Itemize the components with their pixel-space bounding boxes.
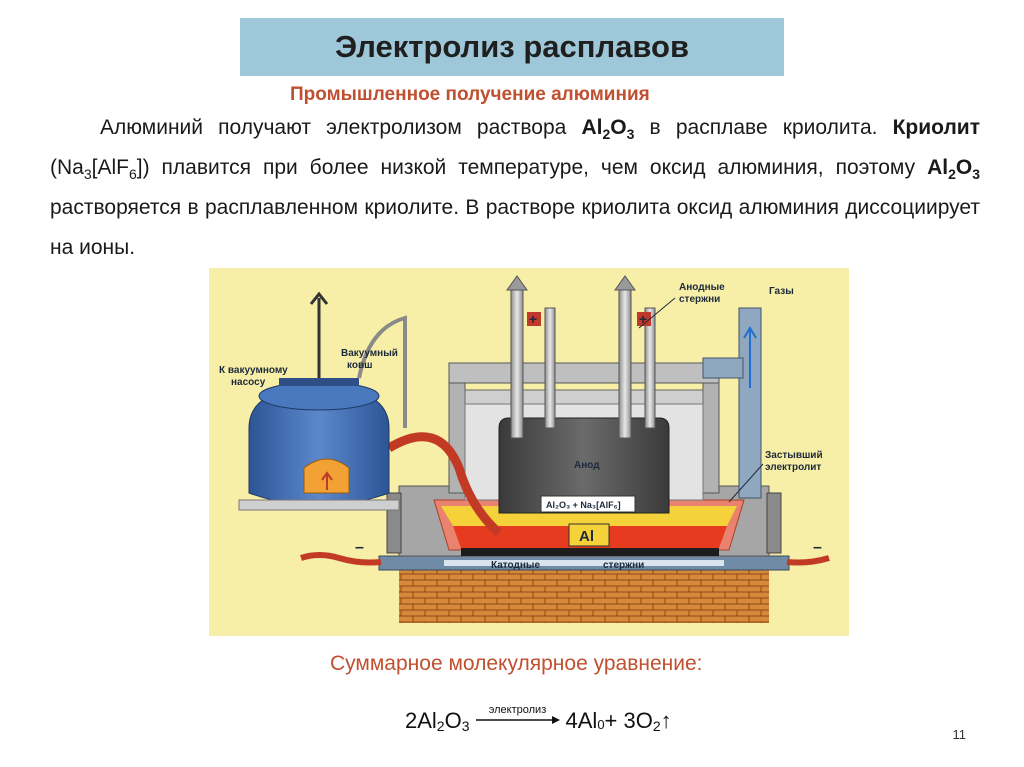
ladle-handle — [279, 378, 359, 386]
minus-sign: – — [355, 539, 364, 556]
cathode-lead-right — [786, 555, 830, 566]
text-run: Алюминий получают электролизом раствора — [100, 116, 582, 139]
arrow-label: электролиз — [488, 704, 547, 716]
anode-label: Анод — [574, 460, 600, 471]
anode-rod-cap — [614, 275, 636, 291]
crane-hook — [309, 291, 329, 305]
plus-sign: + — [529, 311, 537, 327]
electrolyzer-diagram: Анод Al₂O₃ + Na₃[AlF₆] Al + + Газы Анодн… — [209, 268, 849, 636]
product-al: 4Al — [565, 708, 598, 733]
anode-rod — [510, 287, 524, 439]
frozen-electrolyte-label-2: электролит — [765, 462, 821, 473]
formula-al2o3: Al2O3 — [581, 116, 635, 143]
frozen-electrolyte-leader — [728, 463, 764, 503]
vacuum-pump-label-2: насосу — [231, 377, 266, 388]
gas-pipe — [738, 307, 762, 499]
cathode-bar — [444, 560, 724, 566]
formula-al2o3: Al2O3 — [927, 156, 980, 183]
anode-rod-cap — [506, 275, 528, 291]
summary-label: Суммарное молекулярное уравнение: — [330, 652, 703, 675]
anode-rods-label-1: Анодные — [679, 282, 725, 293]
product-o2: + 3O — [604, 708, 653, 733]
vacuum-pipe — [357, 315, 407, 428]
shell-rib-right — [766, 492, 782, 554]
frozen-electrolyte-label-1: Застывший — [765, 450, 823, 461]
hood — [464, 389, 704, 405]
anode-rod — [618, 287, 632, 439]
minus-sign: – — [813, 539, 822, 556]
page-title: Электролиз расплавов — [334, 29, 690, 64]
page-number: 11 — [952, 727, 967, 742]
ladle-lid — [258, 381, 380, 411]
reaction-arrow: электролиз — [475, 704, 560, 724]
superstructure-right — [702, 382, 720, 494]
superstructure — [448, 362, 720, 384]
ladle-arrow — [321, 471, 333, 490]
anode-rod — [544, 307, 556, 429]
reactant: 2Al — [405, 708, 437, 733]
text-run: (Na — [50, 156, 84, 179]
gas-pipe-horizontal — [702, 357, 744, 379]
electrolyte-label-box — [540, 495, 636, 513]
text-run: ]) плавится при более низкой температуре… — [136, 156, 928, 179]
cathode-rods-label-right: стержни — [603, 560, 644, 571]
body-paragraph: Алюминий получают электролизом раствора … — [50, 116, 980, 259]
ladle-stand — [238, 499, 400, 511]
anode-rods-label-2: стержни — [679, 294, 720, 305]
arrow-line-icon — [475, 716, 560, 724]
anode-rods-leader — [638, 297, 676, 329]
vacuum-ladle-label-1: Вакуумный — [341, 348, 398, 359]
gases-label: Газы — [769, 286, 794, 297]
text-run: растворяется в расплавленном криолите. В… — [50, 196, 980, 259]
terminal-box — [637, 312, 651, 326]
title-box: Электролиз расплавов — [240, 18, 784, 76]
siphon-pipe — [386, 432, 503, 537]
cathode-rods-label-left: Катодные — [491, 560, 540, 571]
electrolyte-label: Al₂O₃ + Na₃[AlF₆] — [546, 500, 621, 510]
vacuum-pump-label-1: К вакуумному — [219, 365, 288, 376]
anode-block — [498, 417, 670, 514]
gas-up-arrow-icon: ↑ — [660, 708, 672, 733]
aluminium-label: Al — [579, 528, 594, 545]
terminal-box — [527, 312, 541, 326]
subtitle: Промышленное получение алюминия — [290, 84, 650, 105]
text-run: в расплаве криолита. — [634, 116, 893, 139]
carbon-floor — [461, 548, 719, 556]
brick-foundation — [399, 568, 769, 623]
cathode-lead-left — [300, 552, 382, 566]
anode-rod — [644, 307, 656, 429]
term-kriolit: Криолит — [892, 116, 980, 139]
aluminium-label-box — [568, 523, 610, 547]
gas-arrow — [743, 326, 757, 388]
text-run: [AlF — [91, 156, 129, 179]
plus-sign: + — [639, 311, 647, 327]
vacuum-ladle-label-2: ковш — [347, 360, 372, 371]
